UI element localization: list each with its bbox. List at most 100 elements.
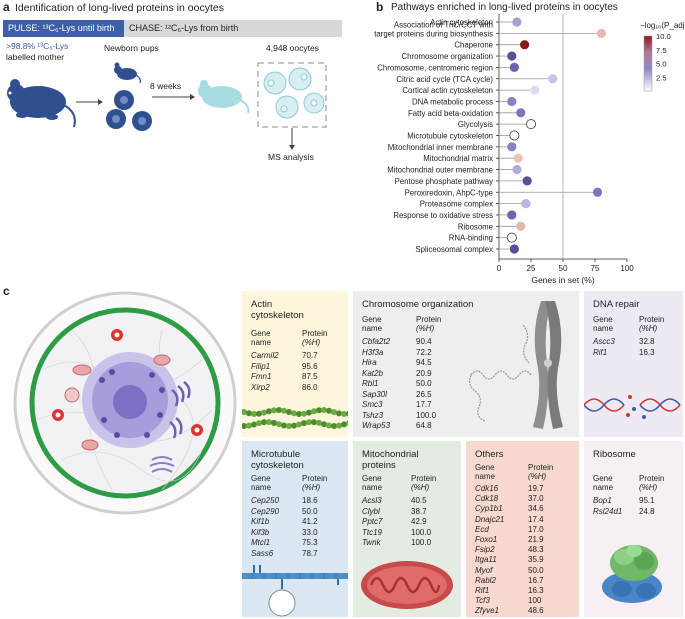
pathway-label: Response to oxidative stress [393,211,493,220]
protein-percent-h: 70.7 [302,351,318,360]
protein-percent-h: 37.0 [528,494,544,504]
protein-percent-h: 78.7 [302,548,318,558]
colorbar-tick-label: 7.5 [656,46,667,55]
protein-percent-h: 100.0 [416,410,437,420]
mito-title-line1: Mitochondrial [362,449,419,460]
gene-name: Clybl [362,506,380,516]
gene-name: Cdk18 [475,494,499,504]
others-hdr-prot1: Protein [528,463,554,472]
protein-percent-h: 17.4 [528,514,544,524]
pathway-point [592,187,603,197]
gene-name: Rabl2 [475,575,496,585]
others-hdr-prot2: (%H) [528,472,547,481]
mito-box-title: Mitochondrial proteins [362,449,419,471]
gene-name: Cep290 [251,506,280,516]
gene-name: Rbl1 [362,379,379,388]
oocyte-cells [263,67,325,119]
mother-label-line1: >98.8% ¹³C₆-Lys [6,41,69,51]
gene-name: Zfyve1 [475,606,500,616]
protein-percent-h: 50.0 [528,565,544,575]
mito-title-line2: proteins [362,460,396,471]
labelled-oocyte-cluster [106,90,152,131]
pathway-point [512,17,522,27]
gene-name: Myof [475,565,493,575]
actin-hdr-prot2: (%H) [302,338,321,347]
gene-name: Cep250 [251,496,280,505]
others-protein-header: Protein(%H) [528,463,553,481]
microtubule-motor-icon [242,565,348,617]
gene-name: Carmil2 [251,351,279,360]
mitochondrion-icon [361,561,453,609]
protein-percent-h: 18.6 [302,496,318,505]
ribosome-icon [602,545,662,603]
protein-percent-h: 50.0 [302,506,318,516]
ms-label: MS analysis [268,152,314,162]
gene-name: Tcf3 [475,596,490,606]
others-hdr-gene1: Gene [475,463,495,472]
pup-mouse-icon [114,62,142,84]
microtubule-box-title: Microtubule cytoskeleton [251,449,304,471]
others-box-title: Others [475,449,504,460]
pathway-label: Association of TriC/CCT with [394,20,493,29]
chrom-hdr-gene1: Gene [362,315,382,324]
pathway-label: target proteins during biosynthesis [374,29,493,38]
protein-percent-h: 100.0 [411,538,432,547]
mt-hdr-prot1: Protein [302,474,328,483]
panel-a-label: a [3,0,10,14]
protein-percent-h: 17.7 [416,400,432,409]
microtubule-title-line1: Microtubule [251,449,301,460]
actin-hdr-prot1: Protein [302,329,328,338]
dna-helix-icon [584,395,681,419]
mother-label-line2: labelled mother [6,52,65,62]
gene-name: Kif1b [251,517,270,526]
gene-name: Rif1 [475,586,490,595]
others-hdr-gene2: name [475,472,496,481]
pathway-point [521,199,531,209]
mito-hdr-prot2: (%H) [411,483,430,492]
x-axis-label: Genes in set (%) [531,275,594,285]
actin-box-title: Actin cytoskeleton [251,299,304,321]
weeks-label: 8 weeks [150,81,182,91]
pathway-label: Mitochondrial inner membrane [388,143,493,152]
protein-percent-h: 33.0 [302,527,318,537]
protein-percent-h: 40.5 [411,496,427,505]
actin-hdr-gene2: name [251,338,272,347]
colorbar-tick-label: 10.0 [656,32,671,41]
pathway-label: Microtubule cytoskeleton [407,132,493,141]
pathway-point [522,176,532,186]
protein-percent-h: 86.0 [302,382,318,392]
pathway-label: Mitochondrial matrix [423,154,493,163]
chromosome-icon [469,301,563,429]
mito-protein-header: Protein(%H) [411,474,436,492]
x-tick-label: 25 [527,264,536,273]
protein-percent-h: 95.1 [639,496,655,505]
protein-percent-h: 100.0 [411,527,432,537]
dna-hdr-gene1: Gene [593,315,613,324]
protein-percent-h: 34.6 [528,504,544,514]
protein-percent-h: 42.9 [411,517,427,526]
gene-name: Cyp1b1 [475,504,503,514]
gene-name: Bop1 [593,496,612,505]
colorbar-label: −log₁₀(P_adj) [640,21,685,30]
pathway-point [516,108,526,118]
pathway-label: Chaperone [454,41,493,50]
colorbar-tick-label: 2.5 [656,73,667,82]
gene-name: Itga11 [475,555,497,565]
chromosome-protein-header: Protein(%H) [416,315,441,333]
pathway-label: Mitochondrial outer membrane [387,166,493,175]
ribo-hdr-prot2: (%H) [639,483,658,492]
gene-name: Kat2b [362,368,383,378]
protein-percent-h: 95.6 [302,361,318,371]
pathway-label: Glycolysis [458,120,493,129]
protein-percent-h: 100 [528,596,542,606]
pathway-point [526,119,537,130]
gene-name: Sass6 [251,548,274,558]
chrom-hdr-prot2: (%H) [416,324,435,333]
chromosome-box-title: Chromosome organization [362,299,474,310]
pathway-label: Spliceosomal complex [415,245,493,254]
gene-name: Rif1 [593,347,608,357]
